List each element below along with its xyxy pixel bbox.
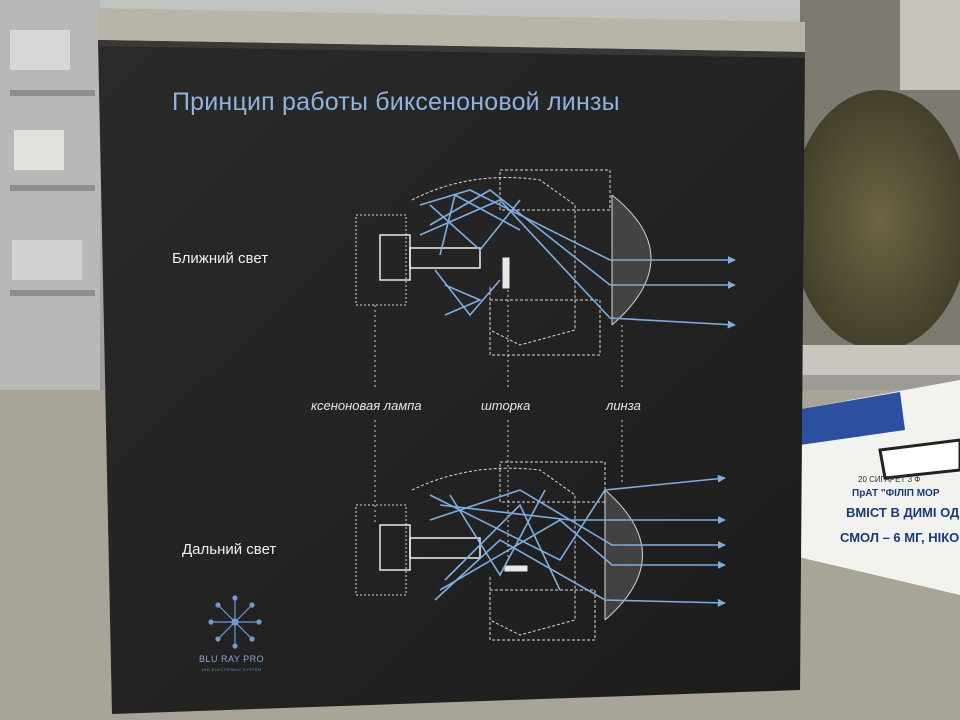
brand-name: BLU RAY PRO [199,654,265,664]
brand-tagline: HID ELECTRONIC SYSTEM [202,667,262,672]
lens-caption: линза [606,398,641,413]
pack-text-line: СМОЛ – 6 МГ, НІКО [840,530,960,545]
shutter-caption: шторка [481,398,531,413]
low-beam-label: Ближний свет [172,250,269,267]
high-beam-label: Дальний свет [182,541,277,558]
pack-text-line: 20 СИГАРЕТ 3 Ф [858,475,921,484]
xenon-lamp-caption: ксеноновая лампа [311,398,422,413]
cigarette-pack [790,380,960,595]
pack-text-line: ВМІСТ В ДИМІ ОДН [846,505,960,520]
leader-lines [374,290,623,560]
brand-logo-icon [208,595,262,649]
diagram-title: Принцип работы биксеноновой линзы [172,88,620,116]
pack-text-line: ПрАТ "ФІЛІП МОР [852,488,940,499]
low-beam-rays [419,189,736,329]
high-beam-diagram [355,461,643,641]
high-beam-rays [429,474,726,607]
